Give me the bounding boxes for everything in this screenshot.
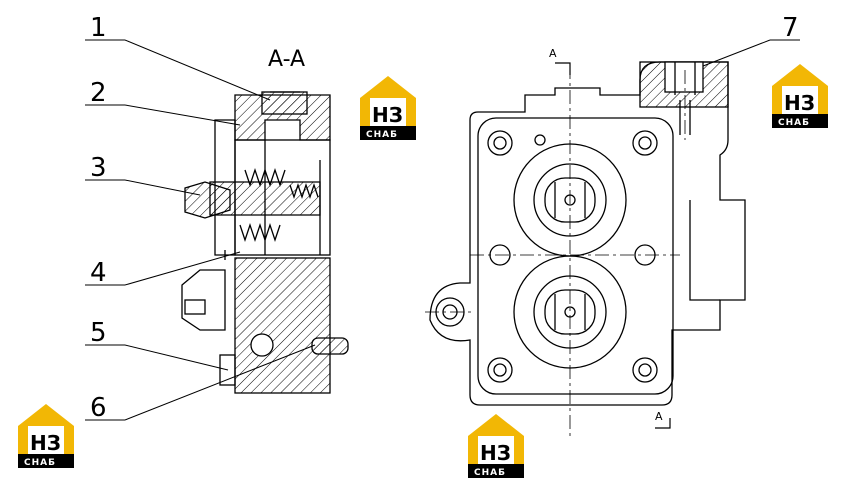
logo-3: НЗ СНАБ [18, 404, 74, 468]
callout-3: 3 [90, 153, 107, 183]
logo-bottom-text: СНАБ [778, 118, 810, 128]
cut-label-bottom: A [655, 410, 663, 423]
center-lines [425, 65, 686, 440]
logo-bottom-text: СНАБ [366, 130, 398, 140]
logo-bottom-text: СНАБ [24, 458, 56, 468]
logo-top-text: НЗ [784, 91, 815, 115]
callout-7: 7 [782, 13, 799, 43]
logo-bottom-text: СНАБ [474, 468, 506, 478]
logo-top-text: НЗ [480, 441, 511, 465]
callout-5: 5 [90, 318, 107, 348]
logo-2: НЗ СНАБ [772, 64, 828, 128]
leader-lines [85, 39, 800, 421]
callout-2: 2 [90, 78, 107, 108]
callout-4: 4 [90, 258, 107, 288]
callout-1: 1 [90, 13, 107, 43]
section-title: A-A [268, 47, 305, 72]
callout-6: 6 [90, 393, 107, 423]
cut-markers [555, 62, 671, 429]
cut-label-top: A [549, 47, 557, 60]
front-view [429, 61, 746, 406]
logo-1: НЗ СНАБ [360, 76, 416, 140]
logo-4: НЗ СНАБ [468, 414, 524, 478]
section-view [181, 91, 349, 394]
logo-top-text: НЗ [30, 431, 61, 455]
logo-top-text: НЗ [372, 103, 403, 127]
